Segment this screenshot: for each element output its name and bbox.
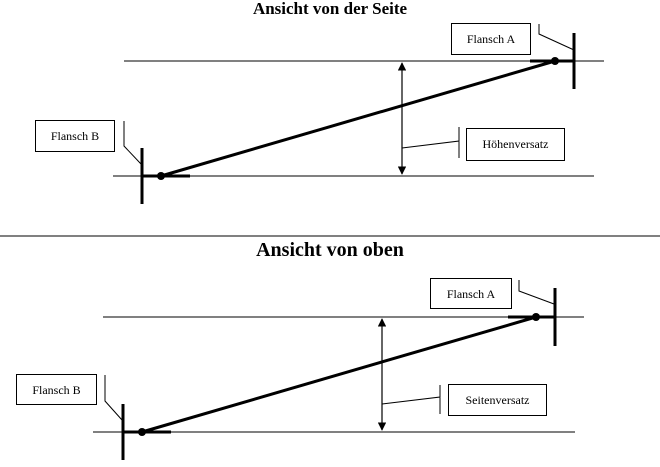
top-flange-a-point (532, 313, 540, 321)
top-flange-a-leader (518, 280, 555, 305)
top-flange-b-leader (104, 375, 123, 421)
side-flange-b-point (157, 172, 165, 180)
top-view-title: Ansicht von oben (256, 239, 404, 261)
top-offset-leader (381, 385, 441, 414)
top-flange-b-point (138, 428, 146, 436)
top-pipe (141, 315, 537, 434)
side-offset-leader (401, 127, 460, 158)
top-flange-a-label: Flansch A (430, 278, 512, 309)
side-flange-b-leader (123, 121, 142, 165)
top-view (93, 280, 584, 460)
side-flange-a-label: Flansch A (451, 23, 531, 55)
side-view (113, 24, 604, 204)
side-flange-a-leader (538, 24, 575, 51)
top-offset-label: Seitenversatz (448, 384, 547, 416)
side-offset-label: Höhenversatz (466, 128, 565, 161)
top-flange-b-label: Flansch B (16, 374, 97, 405)
side-pipe (160, 59, 556, 178)
side-flange-a-point (551, 57, 559, 65)
side-flange-b-label: Flansch B (35, 120, 115, 152)
side-view-title: Ansicht von der Seite (252, 0, 408, 18)
